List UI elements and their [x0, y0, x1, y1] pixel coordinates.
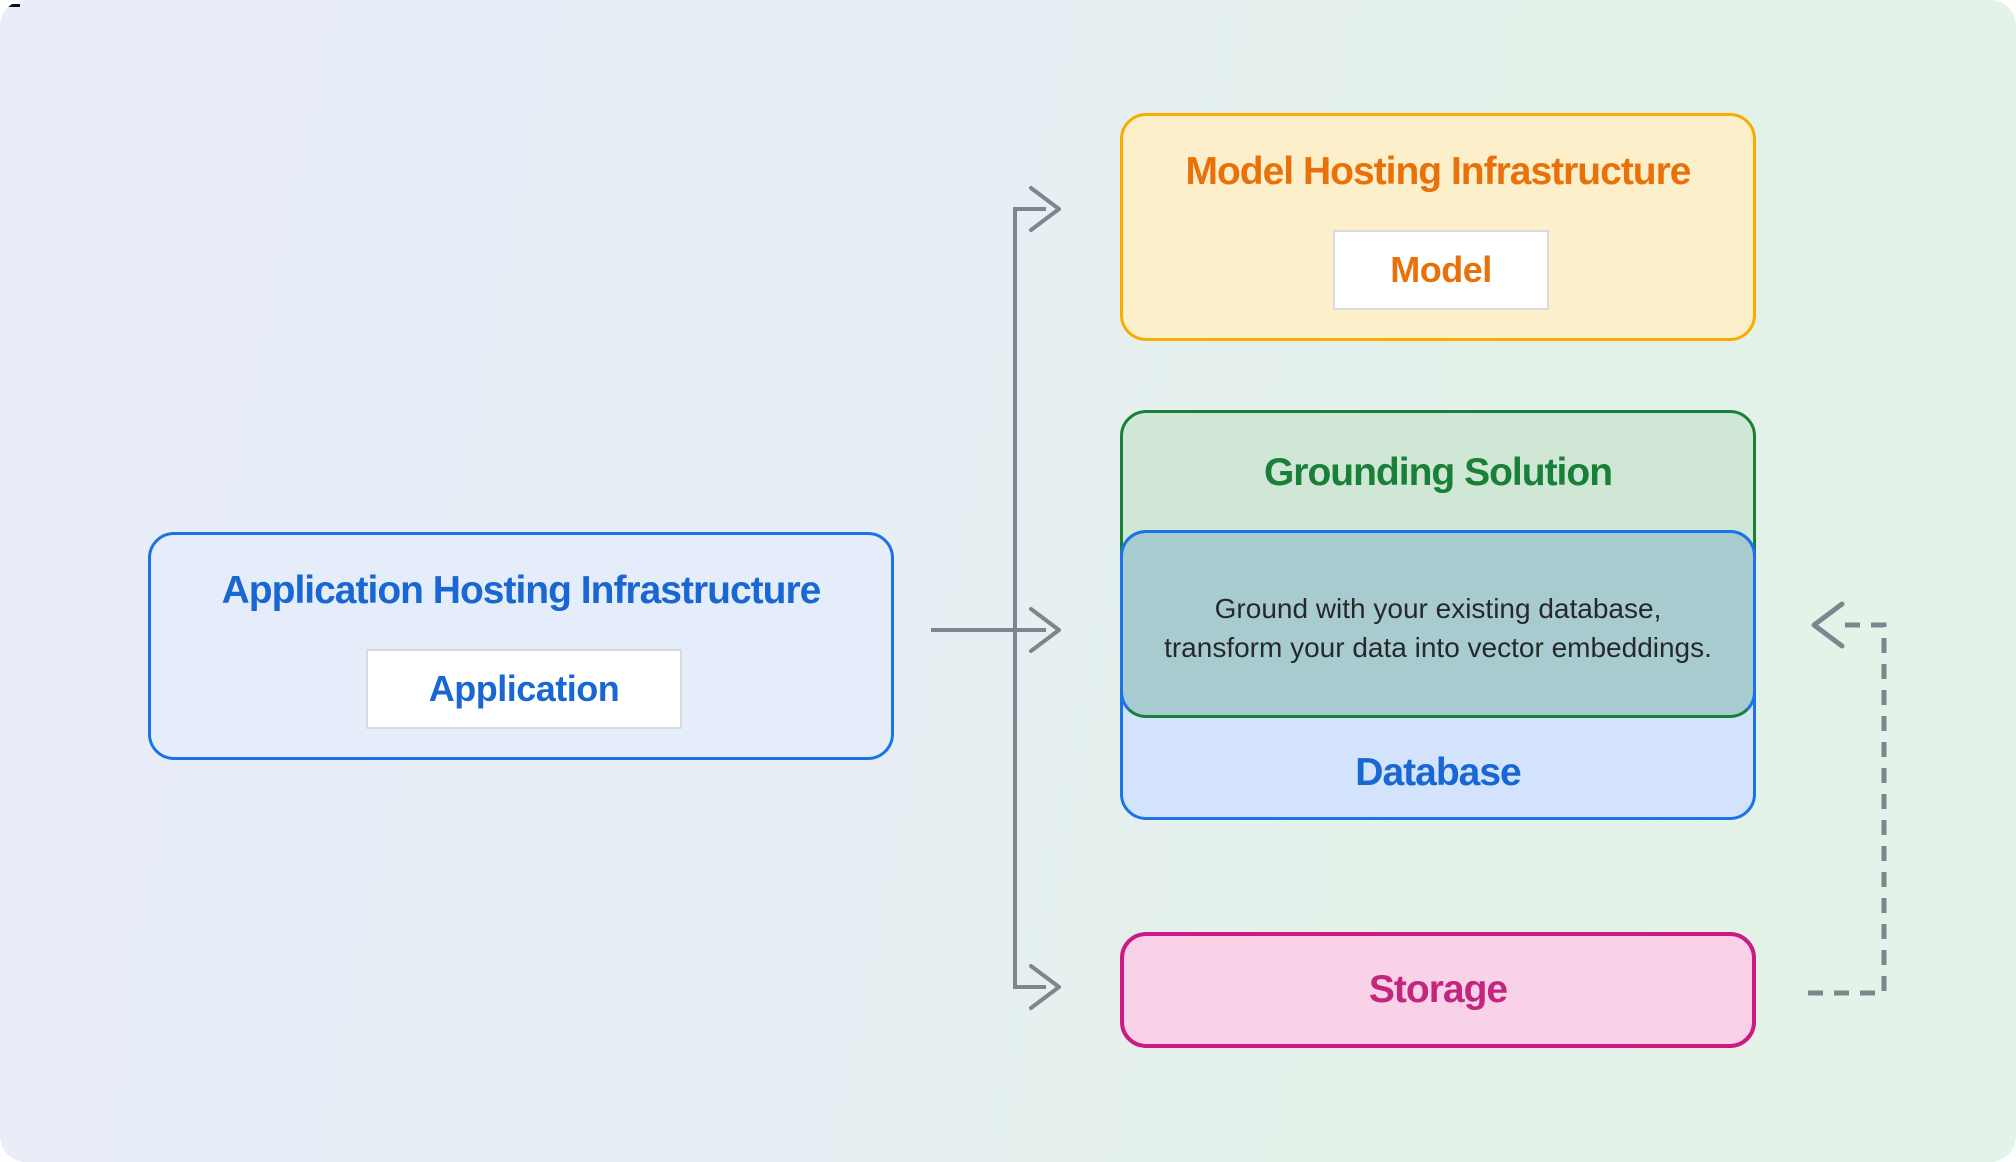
grounding-note: Ground with your existing database, tran… [1164, 593, 1712, 663]
arrow-branch-trunk [1013, 207, 1046, 989]
dashed-feedback-path [1808, 622, 1887, 996]
storage-label: Storage [1368, 968, 1508, 1011]
database-label: Database [1355, 751, 1521, 794]
storage-box: Storage [1120, 932, 1756, 1048]
application-hosting-title: Application Hosting Infrastructure [221, 569, 822, 612]
model-chip: Model [1333, 230, 1549, 310]
dashed-feedback-head-icon [1811, 601, 1845, 649]
grounding-solution-title: Grounding Solution [1263, 451, 1613, 494]
model-hosting-box: Model Hosting Infrastructure Model [1120, 113, 1756, 341]
application-hosting-box: Application Hosting Infrastructure Appli… [148, 532, 894, 760]
grounding-database-overlap: Ground with your existing database, tran… [1120, 530, 1756, 718]
arrow-app-to-grounding-head-icon [1029, 607, 1061, 653]
application-chip: Application [366, 649, 682, 729]
window-corner-artifact [0, 0, 20, 7]
model-hosting-title: Model Hosting Infrastructure [1185, 150, 1691, 193]
arrow-to-storage-head-icon [1029, 964, 1061, 1010]
arrow-to-model-head-icon [1029, 186, 1061, 232]
